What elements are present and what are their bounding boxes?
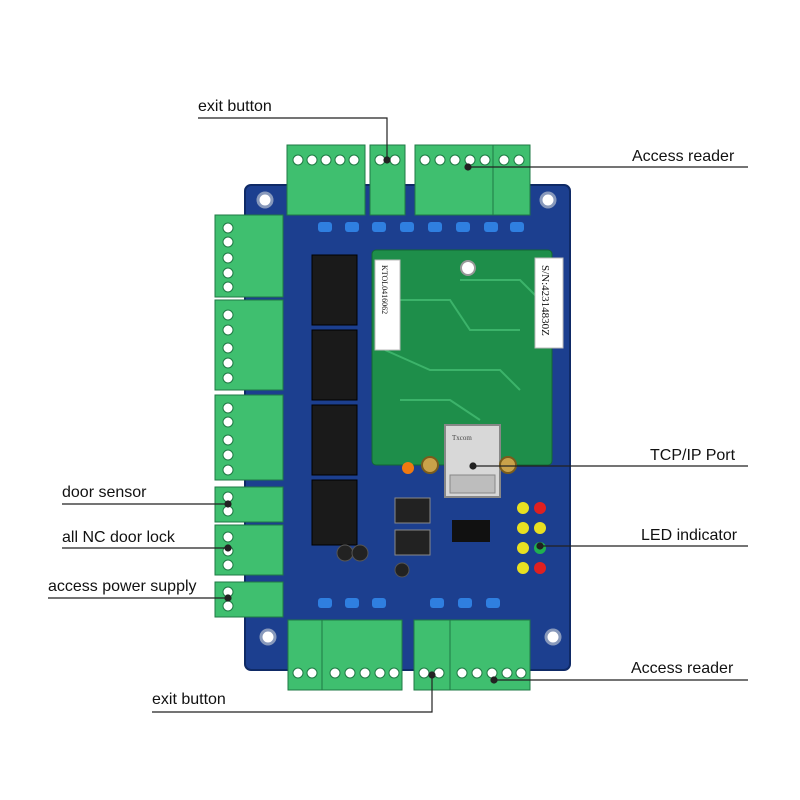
callout-exit-button-bottom: exit button	[152, 691, 226, 708]
barcode-sticker-text: KTOL0416062	[380, 265, 389, 314]
callout-led-indicator: LED indicator	[641, 527, 738, 544]
led-indicator-cluster	[517, 502, 546, 574]
capacitor-rows	[318, 222, 524, 608]
voltage-regulators	[394, 497, 431, 556]
left-terminal-blocks	[214, 214, 284, 618]
green-pcb-traces	[380, 279, 541, 421]
mounting-holes	[256, 191, 562, 646]
relays	[311, 254, 358, 546]
serial-number-text: S/N:42314830Z	[539, 265, 551, 336]
barcode-sticker	[374, 259, 401, 351]
ethernet-jack-brand: Txcom	[452, 434, 472, 442]
ethernet-jack-port	[449, 474, 496, 494]
callout-tcpip-port: TCP/IP Port	[650, 447, 736, 464]
serial-number-sticker	[534, 257, 564, 349]
callout-access-reader-top: Access reader	[632, 148, 735, 165]
callout-door-sensor: door sensor	[62, 484, 147, 501]
orange-status-led	[402, 462, 414, 474]
callout-access-reader-bottom: Access reader	[631, 660, 734, 677]
leader-lines	[48, 117, 748, 713]
top-terminal-blocks	[286, 144, 531, 216]
callout-exit-button-top: exit button	[198, 98, 272, 115]
electrolytic-capacitors	[336, 544, 410, 578]
standoffs	[421, 456, 517, 474]
green-pcb-hole	[460, 260, 476, 276]
callout-access-power-supply: access power supply	[48, 578, 197, 595]
bottom-terminal-blocks	[287, 619, 531, 691]
callout-nc-door-lock: all NC door lock	[62, 529, 175, 546]
ic-chip	[452, 520, 490, 542]
